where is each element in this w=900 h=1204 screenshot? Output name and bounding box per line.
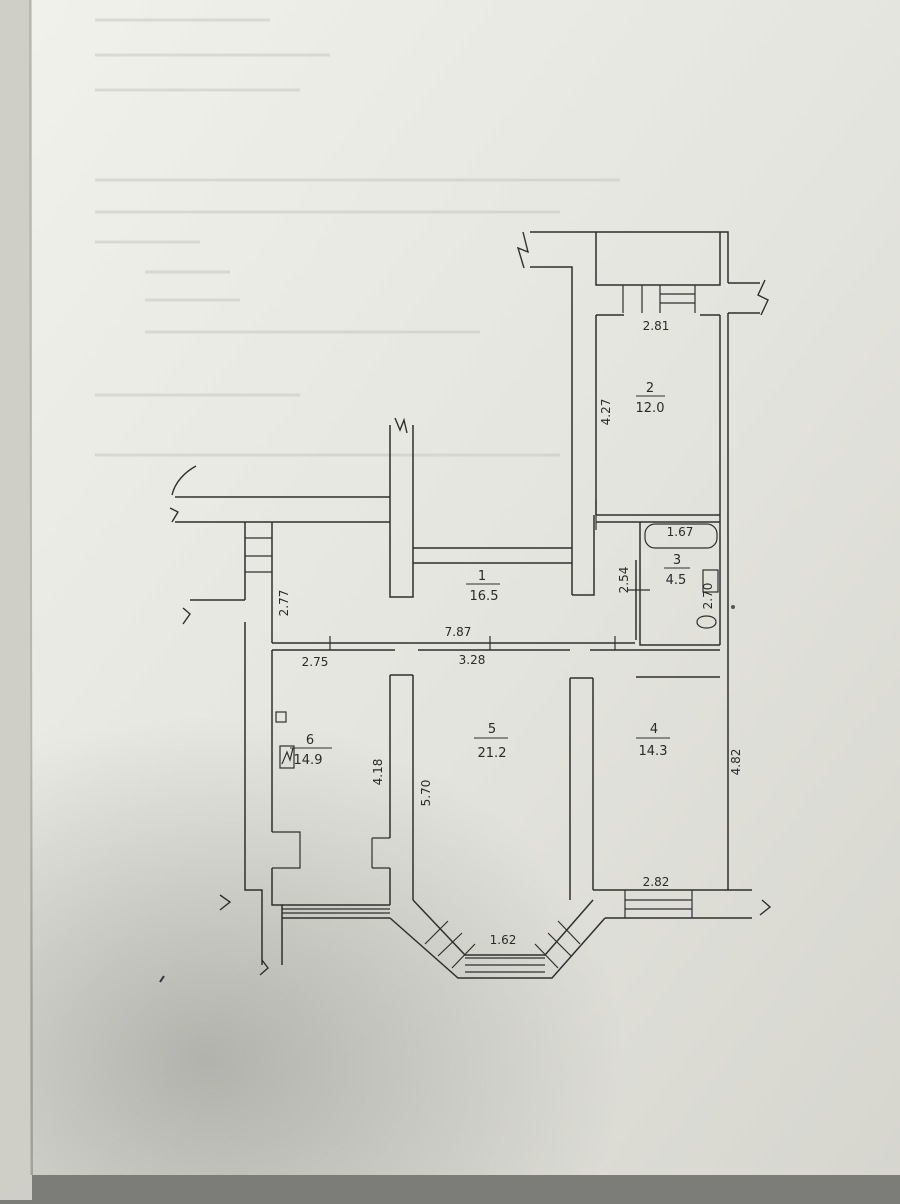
room-3-area: 4.5 [666, 573, 687, 588]
dimension-labels: 2.81 4.27 1.67 2.54 2.70 2.77 7.87 2.75 … [277, 319, 743, 947]
dim-3-28: 3.28 [459, 653, 486, 667]
dim-5-70: 5.70 [419, 780, 433, 807]
dim-2-54: 2.54 [617, 567, 631, 594]
room-5-number: 5 [488, 722, 496, 737]
room-2-number: 2 [646, 381, 654, 396]
wall-bottom-room6 [282, 904, 390, 919]
wall-left-upper-outer [190, 522, 246, 601]
break-mark-top-left [516, 231, 530, 269]
wall-column [389, 425, 414, 598]
room-6-area: 14.9 [294, 753, 323, 768]
walls [175, 231, 760, 979]
room-labels: 2 12.0 1 16.5 3 4.5 4 14.3 5 21.2 6 14.9 [290, 381, 690, 768]
break-mark-left-bottom [219, 894, 232, 911]
dimension-ticks [329, 500, 650, 650]
room-6-number: 6 [306, 733, 314, 748]
wall-572-bottom [572, 515, 595, 596]
wall-bay-inner [412, 899, 594, 956]
meter-zigzag [281, 747, 294, 765]
dim-2-75: 2.75 [302, 655, 329, 669]
window-left-upper [245, 537, 272, 573]
fixtures [272, 523, 719, 869]
dim-1-67: 1.67 [667, 525, 694, 539]
break-mark-bottom-right [759, 899, 772, 916]
wall-bath-top [596, 514, 720, 523]
window-bay-right [534, 920, 581, 969]
wall-top-inner2 [595, 232, 721, 286]
bleed-through-lines [95, 18, 620, 457]
window-top [622, 285, 696, 313]
wall-bay-outer [389, 917, 606, 979]
dim-2-82: 2.82 [643, 875, 670, 889]
wall-corridor-mid [413, 547, 572, 564]
paper-edge-left [0, 0, 32, 1200]
window-bay-center [465, 957, 545, 973]
stove-box [275, 711, 287, 723]
stray-mark [159, 975, 165, 983]
room-3-number: 3 [673, 553, 681, 568]
scribble-top-left [171, 465, 197, 496]
toilet-tank [702, 569, 719, 593]
break-mark-column [394, 417, 408, 434]
break-mark-right-top [757, 279, 769, 316]
wall-bath-left [639, 522, 720, 646]
dim-2-77: 2.77 [277, 590, 291, 617]
dim-4-18: 4.18 [371, 759, 385, 786]
window-room6-bottom [282, 908, 390, 914]
break-marks [169, 231, 772, 976]
dim-4-27: 4.27 [599, 399, 613, 426]
windows [245, 285, 696, 973]
room-1-area: 16.5 [470, 589, 499, 604]
wall-top-inner [530, 266, 573, 595]
break-mark-left-top [169, 507, 179, 523]
window-room4-bottom [624, 890, 693, 918]
room-4-area: 14.3 [639, 744, 668, 759]
break-mark-bottom-left [259, 959, 269, 976]
wall-room5-right [569, 678, 594, 900]
room-1-number: 1 [478, 569, 486, 584]
wall-bottom-room4 [593, 889, 752, 919]
stray-dot [731, 605, 735, 609]
dim-2-70: 2.70 [701, 583, 715, 610]
room-5-area: 21.2 [478, 746, 507, 761]
washbasin [696, 615, 717, 629]
dim-7-87: 7.87 [445, 625, 472, 639]
page-shadow [30, 600, 730, 1175]
wall-left-outer [244, 622, 263, 965]
window-bay-left [424, 920, 476, 969]
room-2-area: 12.0 [636, 401, 665, 416]
room-4-number: 4 [650, 722, 658, 737]
door-left [272, 831, 301, 869]
dim-2-81: 2.81 [643, 319, 670, 333]
bathtub [644, 523, 718, 549]
dim-4-82: 4.82 [729, 749, 743, 776]
dim-1-62: 1.62 [490, 933, 517, 947]
door-room6 [371, 837, 390, 869]
wall-left-inner [271, 650, 283, 965]
wall-right-top-stub [728, 282, 760, 314]
break-mark-left-mid [182, 607, 191, 625]
meter-box [279, 745, 295, 769]
